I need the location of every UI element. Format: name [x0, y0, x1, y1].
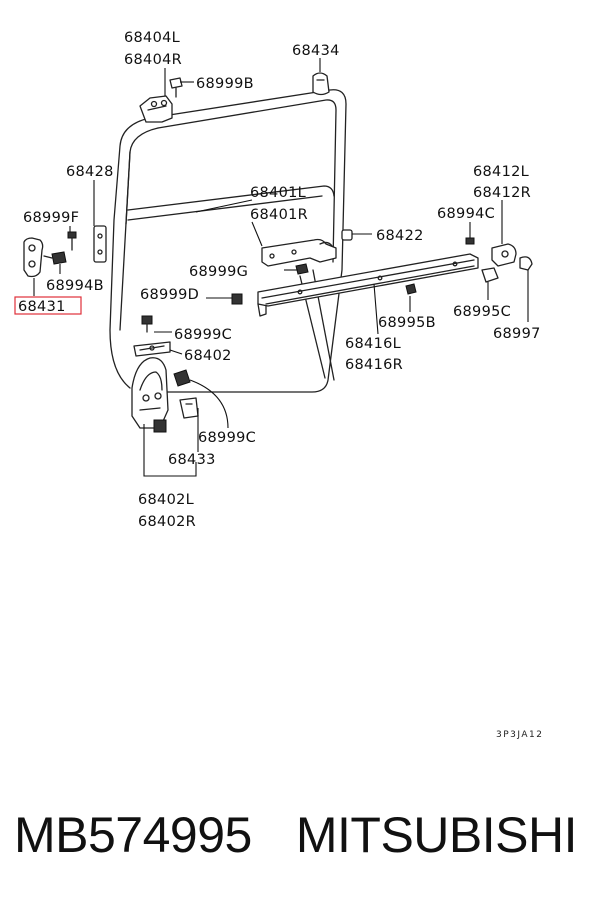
- center-bracket-part: [133, 315, 171, 357]
- part-number: MB574995: [14, 807, 252, 863]
- label-68412L: 68412L: [473, 164, 529, 180]
- label-68997: 68997: [493, 326, 541, 342]
- label-68402L: 68402L: [138, 492, 194, 508]
- label-68999C-upper: 68999C: [174, 327, 232, 343]
- label-68999C-lower: 68999C: [198, 430, 256, 446]
- label-68434: 68434: [292, 43, 340, 59]
- label-68994C: 68994C: [437, 206, 495, 222]
- door-frame: [109, 89, 347, 393]
- side-striker-part: [93, 225, 107, 263]
- label-68422: 68422: [376, 228, 424, 244]
- label-68404R: 68404R: [124, 52, 182, 68]
- label-68428: 68428: [66, 164, 114, 180]
- lower-hinge-part: [131, 357, 199, 433]
- lower-rail-part: [257, 253, 479, 317]
- label-68401R: 68401R: [250, 207, 308, 223]
- label-68999G: 68999G: [189, 264, 248, 280]
- label-68995B: 68995B: [378, 315, 436, 331]
- upper-roller-bracket-part: [261, 229, 353, 275]
- leader-lines: [33, 58, 529, 477]
- label-68402R: 68402R: [138, 514, 196, 530]
- rear-hardware-parts: [231, 237, 533, 305]
- label-68412R: 68412R: [473, 185, 531, 201]
- label-68402: 68402: [184, 348, 232, 364]
- upper-hinge-part: [139, 77, 183, 123]
- lock-plate-part: [23, 231, 77, 278]
- label-68416R: 68416R: [345, 357, 403, 373]
- label-68999B: 68999B: [196, 76, 254, 92]
- label-68416L: 68416L: [345, 336, 401, 352]
- footer-caption: MB574995 MITSUBISHI: [14, 806, 594, 876]
- label-68994B: 68994B: [46, 278, 104, 294]
- diagram-code: 3P3JA12: [496, 730, 543, 740]
- label-68404L: 68404L: [124, 30, 180, 46]
- label-68999D: 68999D: [140, 287, 199, 303]
- label-68995C: 68995C: [453, 304, 511, 320]
- label-68431: 68431: [18, 299, 66, 315]
- top-bracket-part: [312, 72, 330, 96]
- label-68999F: 68999F: [23, 210, 79, 226]
- label-68433: 68433: [168, 452, 216, 468]
- selected-part-highlight: [14, 296, 82, 315]
- part-labels: 68404L 68404R 68999B 68434 68428 68401L …: [18, 30, 543, 740]
- label-68401L: 68401L: [250, 185, 306, 201]
- brand-name: MITSUBISHI: [295, 807, 578, 863]
